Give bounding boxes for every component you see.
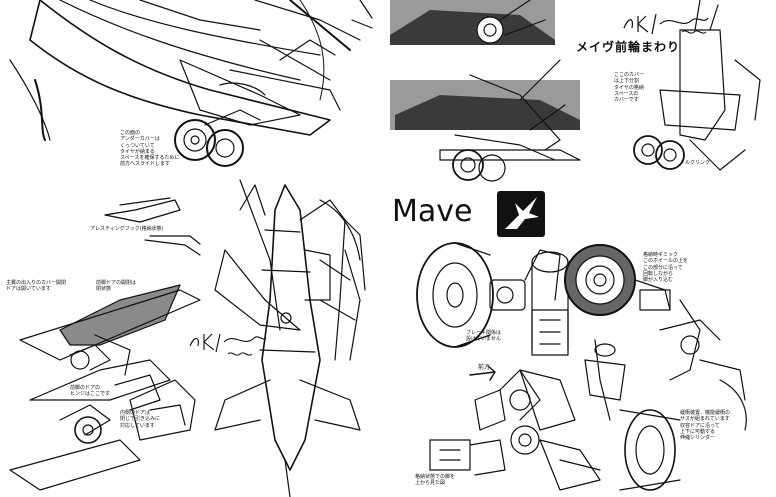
brake-note: ブレーキ関係は 設けていません (466, 330, 502, 343)
fighter-topview-sketch (214, 179, 366, 497)
front-gear-panels (390, 0, 581, 182)
wing-panel-note: 主翼の出入りのカバー開閉 ドアは開いています (6, 280, 67, 293)
nose-section-sketch (9, 0, 373, 167)
cover-split-note: ここのカバー は上下分割 タイヤの格納 スペースの カバーです (614, 72, 645, 103)
mave-logo-wordmark: Mave (392, 194, 473, 229)
damper-note: 緩衝装置、機能緩衝の サスが組まれています 収容ドアに沿って 上下に可動する 伸… (680, 410, 731, 441)
front-door-note: 前脚ドアの開閉は 閉状態 (96, 280, 137, 293)
landing-gear-detail (416, 242, 747, 491)
front-wheel-title: メイヴ前輪まわり (576, 40, 681, 54)
under-cover-note: この面の アンダーカバーは くっついていて タイヤが納まる スペースを確保するた… (120, 130, 180, 168)
artist-signature-center (189, 333, 267, 356)
front-direction-label: 前方 (478, 364, 491, 371)
wing-door-sketch (9, 284, 201, 491)
mave-logo-emblem-icon (497, 191, 545, 237)
artist-signature-top (623, 13, 709, 35)
arresting-hook-sketch (104, 197, 201, 256)
door-hinge-note: 前脚のドアの ヒンジはここです (70, 385, 111, 398)
gear-assembly-sideview (633, 0, 761, 171)
torque-link-label: トルクリンク (680, 160, 711, 166)
inner-door-note: 内側のドアは 閉じて引き込みに 対応しています (120, 410, 161, 429)
arresting-hook-note: アレスティングフック(格納状態) (90, 226, 164, 232)
stowed-view-note: 格納状態での脚を 上から見た図 (415, 474, 456, 487)
retract-gimmick-note: 格納時ギミック このホイールの上を この部分に沿って 回転しながら 脚が入り込む (643, 252, 689, 283)
